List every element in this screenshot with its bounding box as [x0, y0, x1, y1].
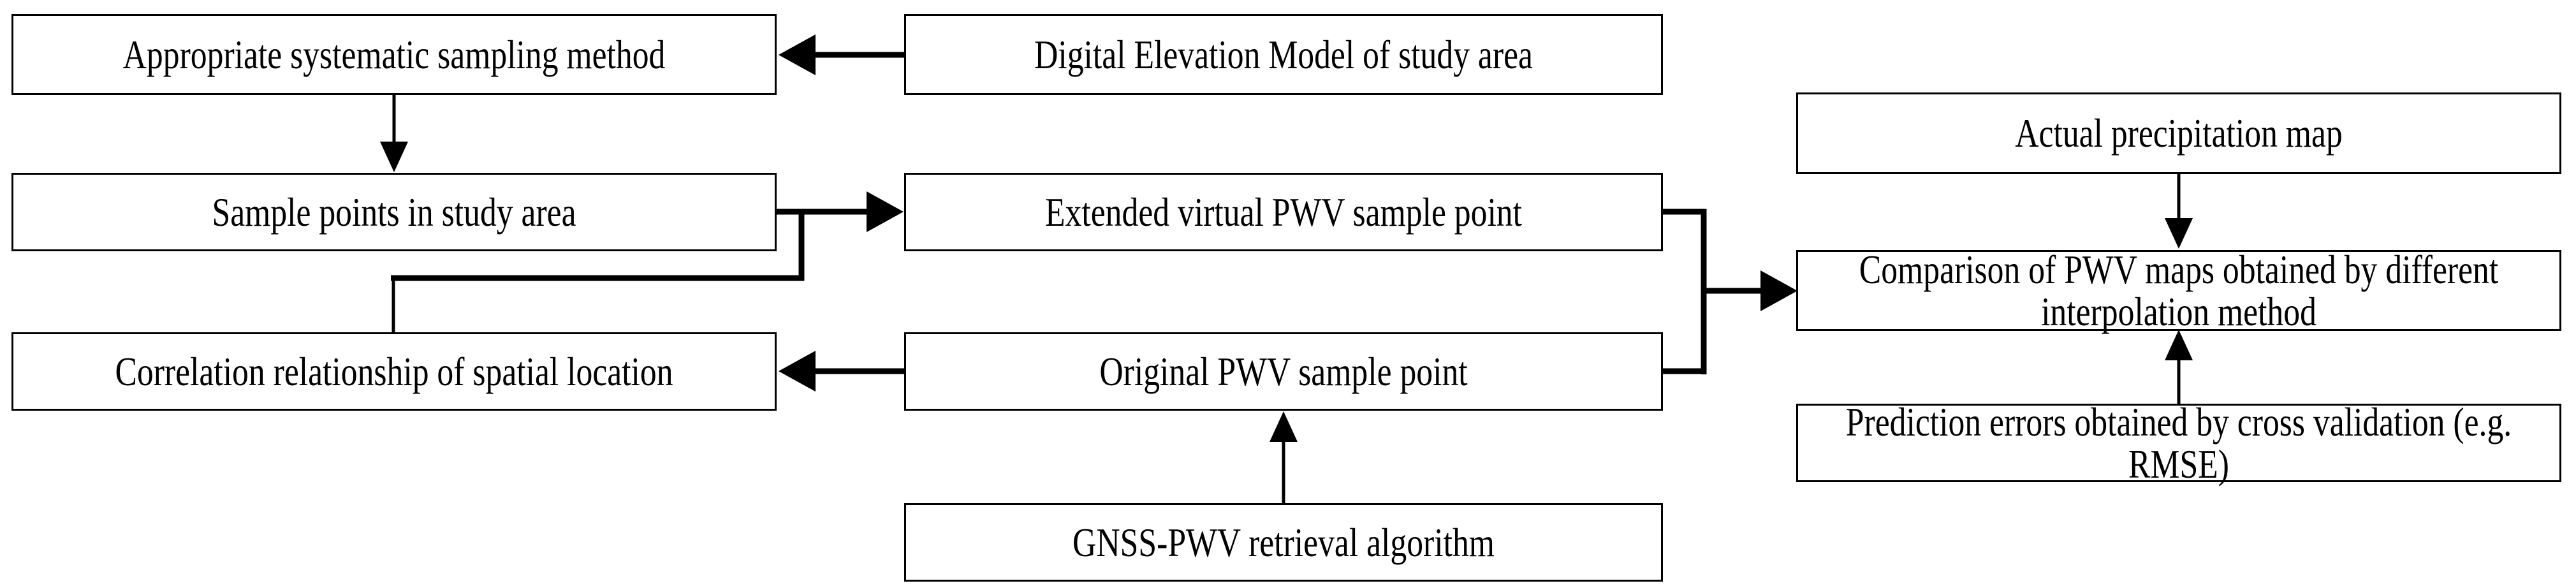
node-original-pwv-sample-point: Original PWV sample point [904, 332, 1663, 411]
node-label: Comparison of PWV maps obtained by diffe… [1859, 247, 2499, 334]
node-digital-elevation-model: Digital Elevation Model of study area [904, 14, 1663, 95]
arrow-original-pwv-to-correlation [779, 351, 906, 392]
bracket-arrow-to-comparison [1660, 209, 1797, 374]
node-label: Extended virtual PWV sample point [1045, 189, 1522, 235]
arrow-gnss-pwv-to-original-pwv [1270, 411, 1298, 504]
node-correlation-relationship: Correlation relationship of spatial loca… [11, 332, 777, 411]
node-prediction-errors-cross-validation: Prediction errors obtained by cross vali… [1796, 399, 2561, 487]
node-label: Digital Elevation Model of study area [1034, 32, 1533, 77]
arrow-prediction-errors-to-comparison [2165, 330, 2193, 404]
node-label: Sample points in study area [212, 189, 576, 235]
node-appropriate-sampling-method: Appropriate systematic sampling method [11, 14, 777, 95]
node-label: Prediction errors obtained by cross vali… [1845, 399, 2512, 487]
arrow-dem-to-sampling-method [779, 34, 906, 75]
arrow-sampling-method-to-sample-points [380, 94, 408, 172]
node-sample-points: Sample points in study area [11, 173, 777, 251]
node-label: Original PWV sample point [1099, 349, 1468, 394]
elbow-line-sample-points-to-correlation [391, 212, 805, 334]
node-label: GNSS-PWV retrieval algorithm [1072, 520, 1495, 565]
node-label: Actual precipitation map [2015, 111, 2343, 156]
node-label: Correlation relationship of spatial loca… [115, 349, 673, 394]
arrow-sample-points-to-extended-virtual-pwv [775, 191, 904, 232]
node-actual-precipitation-map: Actual precipitation map [1796, 92, 2561, 174]
node-comparison-of-pwv-maps: Comparison of PWV maps obtained by diffe… [1796, 247, 2561, 334]
node-gnss-pwv-retrieval-algorithm: GNSS-PWV retrieval algorithm [904, 503, 1663, 582]
node-extended-virtual-pwv-sample-point: Extended virtual PWV sample point [904, 173, 1663, 251]
arrow-actual-precipitation-to-comparison [2165, 173, 2193, 249]
node-label: Appropriate systematic sampling method [122, 32, 666, 77]
